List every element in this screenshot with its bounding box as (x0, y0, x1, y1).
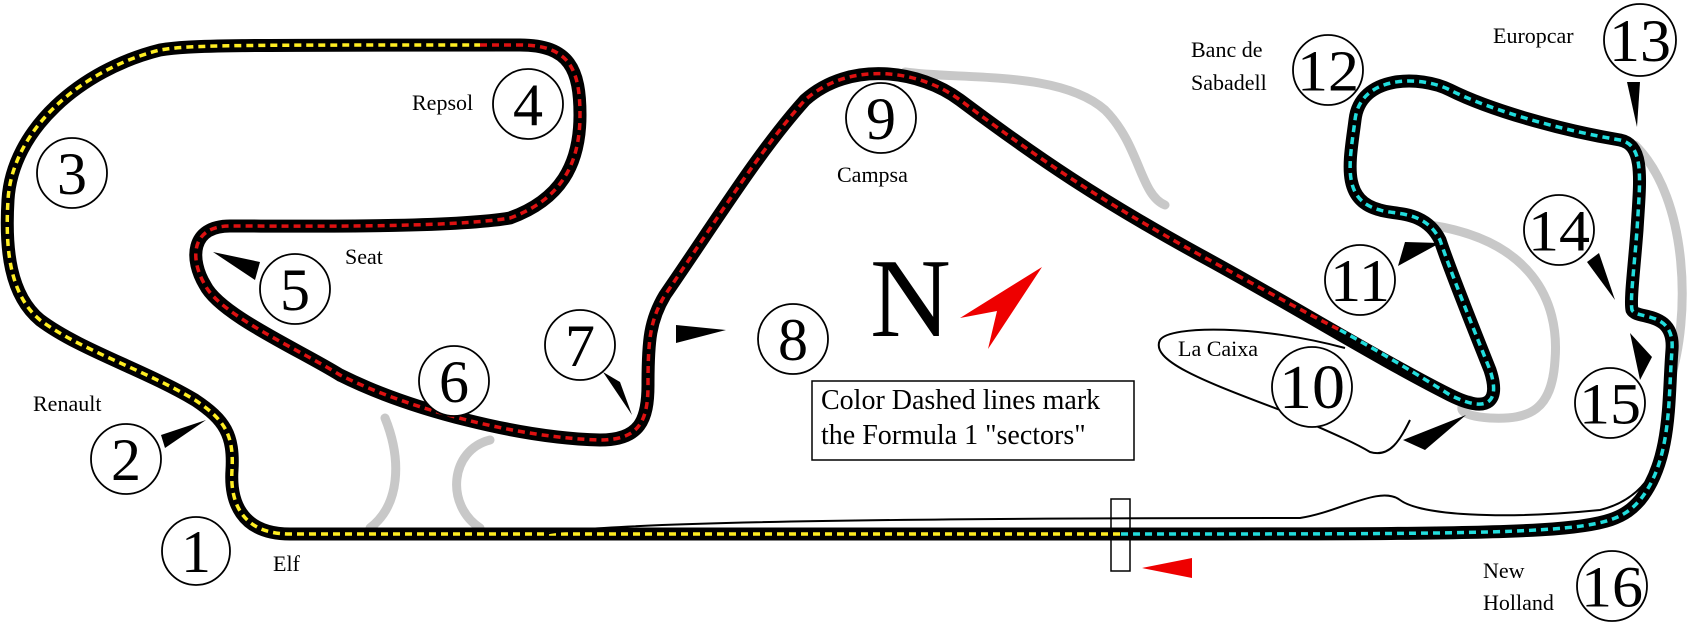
turn-8-circle (757, 303, 829, 375)
pointer-10 (1403, 415, 1466, 450)
runoff-turn9 (900, 67, 1170, 210)
turn-8-number: 8 (778, 307, 808, 373)
start-finish-marker (1110, 498, 1131, 572)
turn-14-number: 14 (1528, 199, 1590, 264)
turn-pointers (161, 82, 1652, 450)
turn-4-circle (492, 68, 564, 140)
corner-name-europcar: Europcar (1493, 23, 1574, 48)
pointer-8 (676, 325, 726, 343)
corner-name-elf: Elf (273, 551, 301, 576)
legend-line-1: Color Dashed lines mark (821, 385, 1100, 416)
turn-16-circle (1576, 550, 1648, 622)
turn-13-number: 13 (1609, 8, 1671, 74)
turn-numbers: 1 2 3 4 5 6 7 8 9 10 11 12 13 14 15 16 (57, 8, 1671, 620)
sector-2-dash (194, 43, 1341, 442)
turn-9-circle (845, 82, 917, 154)
turn-10-number: 10 (1279, 354, 1345, 422)
corner-name-newholland-line2: Holland (1483, 590, 1554, 615)
turn-7-circle (544, 309, 616, 381)
corner-name-renault: Renault (33, 391, 101, 416)
corner-name-newholland-line1: New (1483, 558, 1525, 583)
turn-15-circle (1574, 367, 1646, 439)
turn-3-number: 3 (57, 141, 87, 207)
turn-9-number: 9 (866, 86, 896, 152)
corner-name-campsa: Campsa (837, 162, 908, 187)
turn-3-circle (36, 137, 108, 209)
corner-names: Elf Renault Repsol Seat Campsa La Caixa … (33, 23, 1574, 615)
turn-2-number: 2 (111, 427, 141, 493)
turn-6-number: 6 (439, 349, 469, 415)
legend-box (811, 380, 1135, 461)
turn-14-circle (1523, 194, 1595, 266)
turn-6-circle (418, 345, 490, 417)
runoff-turn6-a (365, 413, 401, 533)
corner-name-la-caixa: La Caixa (1178, 336, 1258, 361)
corner-name-banc-line1: Banc de (1191, 37, 1262, 62)
pointer-2 (161, 420, 206, 448)
turn-7-number: 7 (565, 313, 595, 379)
north-label: N (870, 237, 951, 361)
runoff-roads (365, 67, 1687, 533)
sector-3-dash (1119, 79, 1674, 536)
direction-arrow (1142, 558, 1192, 578)
turn-2-circle (90, 423, 162, 495)
turn-markers (36, 3, 1677, 622)
la-caixa-road (1157, 328, 1411, 455)
turn-11-number: 11 (1330, 248, 1390, 314)
sector-dashes (5, 43, 1674, 536)
pointer-15 (1630, 333, 1652, 380)
pointer-7 (603, 372, 632, 415)
runoff-turn6-b (452, 435, 495, 533)
turn-5-number: 5 (280, 257, 310, 323)
turn-5-circle (259, 253, 331, 325)
pit-lane (544, 439, 1661, 535)
turn-1-circle (161, 516, 231, 586)
turn-12-circle (1292, 34, 1364, 106)
turn-12-number: 12 (1297, 39, 1359, 104)
turn-4-number: 4 (513, 72, 543, 138)
turn-11-circle (1324, 244, 1396, 316)
turn-13-circle (1603, 3, 1677, 77)
corner-name-seat: Seat (345, 244, 383, 269)
pointer-13 (1627, 82, 1640, 127)
turn-10-circle (1271, 346, 1353, 428)
corner-name-banc-line2: Sabadell (1191, 70, 1267, 95)
pointer-11 (1398, 242, 1440, 266)
legend-line-2: the Formula 1 "sectors" (821, 420, 1086, 451)
sector-1-dash (5, 43, 1120, 536)
turn-16-number: 16 (1581, 555, 1643, 620)
turn-1-number: 1 (181, 519, 211, 585)
pointer-5 (213, 252, 260, 280)
pointer-14 (1587, 253, 1615, 300)
turn-15-number: 15 (1579, 372, 1641, 437)
runoff-turn11 (1425, 220, 1561, 423)
corner-name-repsol: Repsol (412, 90, 473, 115)
north-arrow (960, 267, 1042, 349)
